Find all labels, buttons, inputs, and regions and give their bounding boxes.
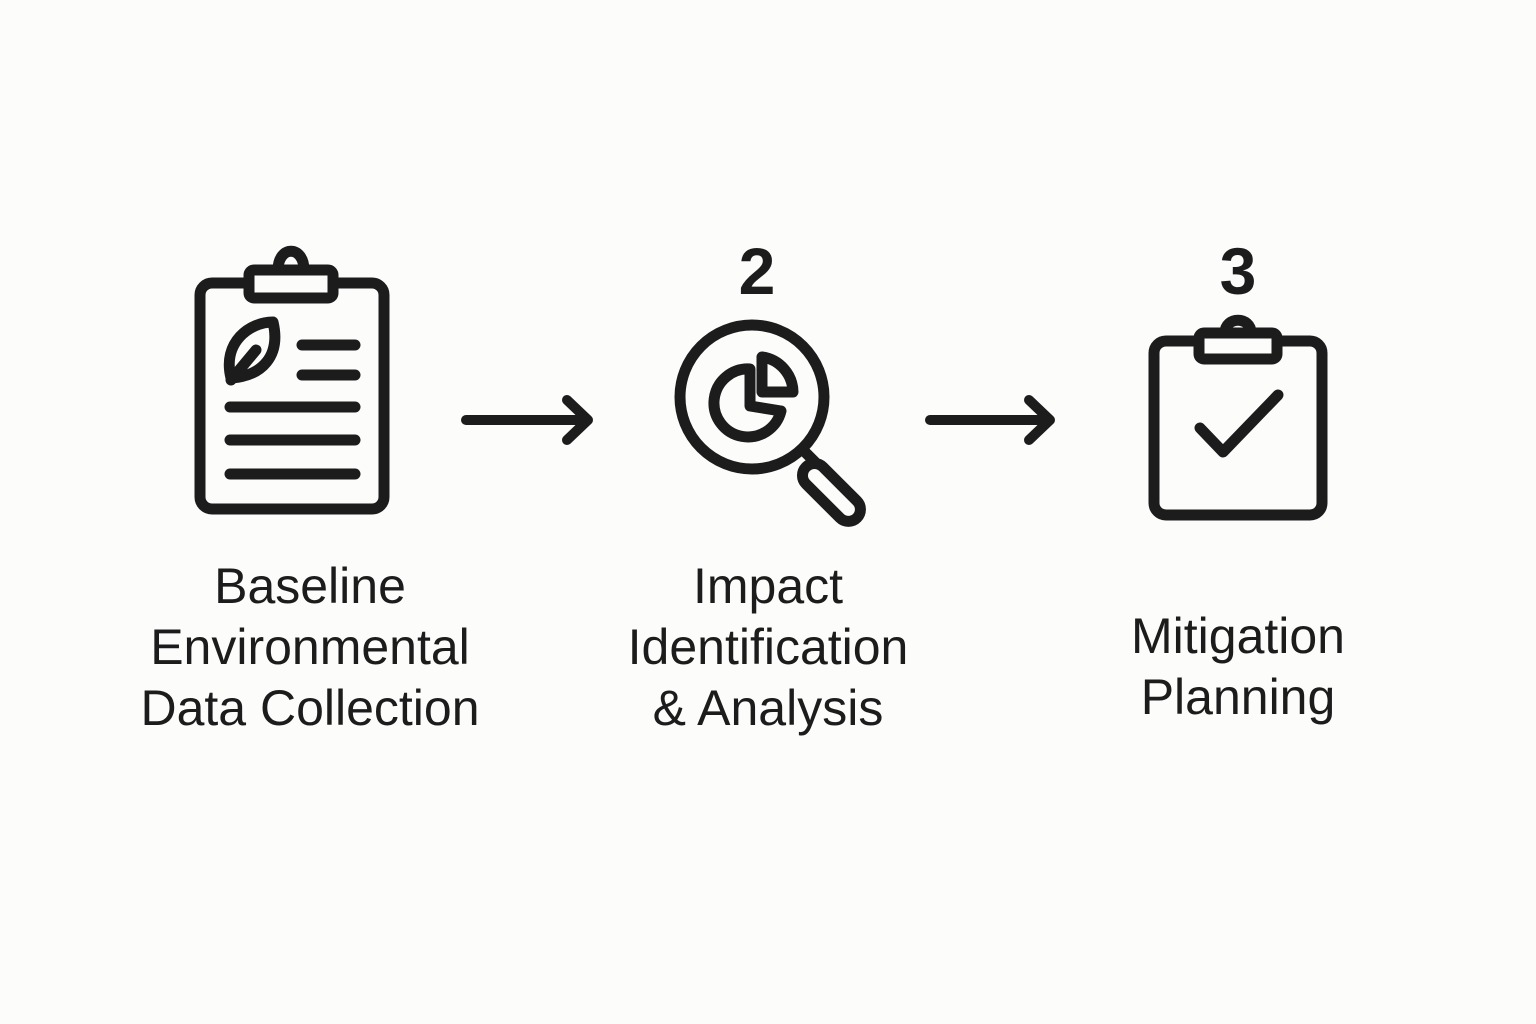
label-line: Impact: [692, 558, 844, 614]
label-line: Mitigation: [1131, 608, 1345, 664]
step-2-label: Impact Identification & Analysis: [568, 556, 968, 739]
label-line: Identification: [627, 619, 909, 675]
arrow-right-icon: [455, 390, 600, 450]
step-3-label: Mitigation Planning: [1058, 606, 1418, 728]
clipboard-check-icon: [1140, 310, 1340, 530]
arrow-right-icon: [918, 390, 1063, 450]
label-line: Planning: [1140, 669, 1336, 725]
label-line: & Analysis: [652, 680, 884, 736]
step-number: 2: [738, 234, 776, 308]
label-line: Environmental: [150, 619, 470, 675]
label-line: Data Collection: [140, 680, 480, 736]
step-number: 3: [1219, 234, 1257, 308]
label-line: Baseline: [214, 558, 406, 614]
clipboard-leaf-icon: [180, 240, 410, 530]
magnifier-pie-chart-icon: [660, 310, 885, 535]
step-1-label: Baseline Environmental Data Collection: [100, 556, 520, 739]
